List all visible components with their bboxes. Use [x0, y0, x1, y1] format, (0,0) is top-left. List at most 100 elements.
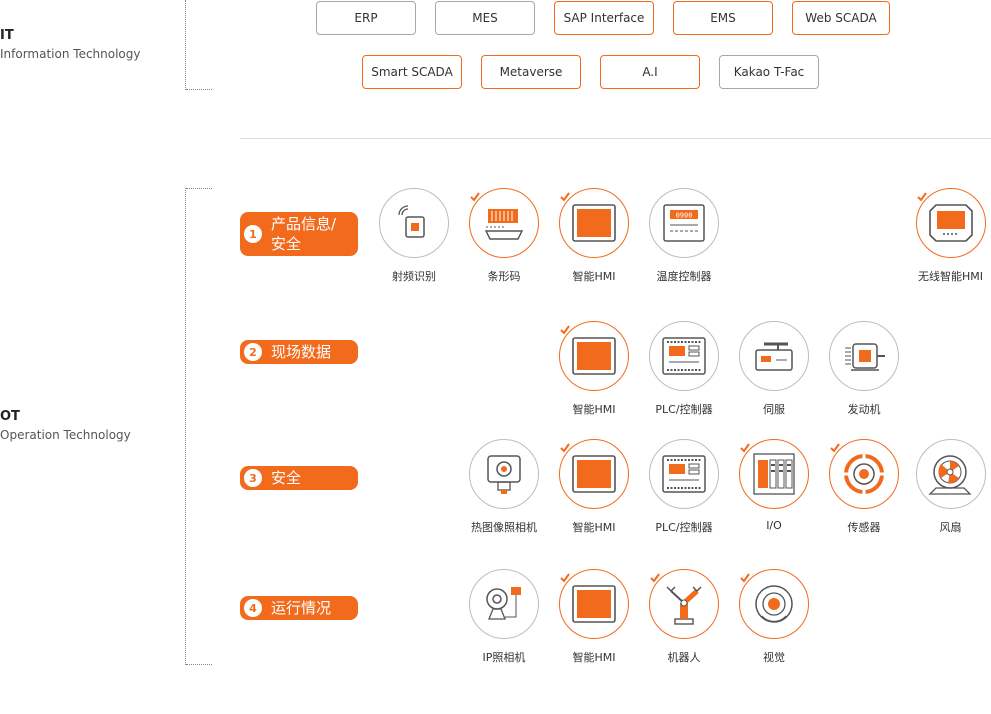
check-icon	[740, 438, 750, 453]
device-label: PLC/控制器	[655, 403, 713, 416]
device-node[interactable]: 智能HMI	[549, 321, 639, 417]
hmi-screen-icon	[571, 336, 617, 376]
device-label: 伺服	[763, 403, 785, 416]
device-node[interactable]: 视觉	[729, 569, 819, 665]
device-label: IP照相机	[482, 651, 526, 664]
check-icon	[560, 438, 570, 453]
device-circle[interactable]	[469, 439, 539, 509]
device-node[interactable]: 智能HMI	[549, 569, 639, 665]
device-node[interactable]: 伺服	[729, 321, 819, 417]
device-circle[interactable]	[469, 188, 539, 258]
module-smart-scada[interactable]: Smart SCADA	[362, 55, 462, 89]
motor-icon	[841, 336, 887, 376]
device-node[interactable]: 智能HMI	[549, 439, 639, 535]
section-divider	[240, 138, 991, 139]
hmi-screen-icon	[571, 203, 617, 243]
ot-abbr: OT	[0, 409, 20, 424]
device-label: 机器人	[667, 651, 701, 664]
module-web-scada[interactable]: Web SCADA	[792, 1, 890, 35]
hmi-screen-icon	[571, 584, 617, 624]
fan-icon	[927, 452, 974, 496]
module-erp[interactable]: ERP	[316, 1, 416, 35]
device-label: 智能HMI	[572, 403, 616, 416]
device-circle[interactable]	[649, 439, 719, 509]
wireless-hmi-icon	[928, 203, 974, 243]
check-icon	[560, 187, 570, 202]
it-full-name: Information Technology	[0, 47, 141, 61]
module-sap-interface[interactable]: SAP Interface	[554, 1, 654, 35]
device-label: 智能HMI	[572, 270, 616, 283]
module-metaverse[interactable]: Metaverse	[481, 55, 581, 89]
device-circle[interactable]	[559, 569, 629, 639]
category-1-pill[interactable]: 1 产品信息/安全	[240, 212, 358, 256]
device-circle[interactable]	[739, 321, 809, 391]
device-circle[interactable]	[379, 188, 449, 258]
device-label: PLC/控制器	[655, 521, 713, 534]
category-3-number: 3	[244, 469, 262, 487]
barcode-scanner-icon	[480, 203, 528, 243]
rfid-icon	[394, 203, 434, 243]
ot-bracket	[185, 188, 212, 665]
device-node[interactable]: 射频识别	[369, 188, 459, 284]
category-3-pill[interactable]: 3 安全	[240, 466, 358, 490]
device-label: 热图像照相机	[471, 521, 537, 534]
module-mes[interactable]: MES	[435, 1, 535, 35]
it-label: IT Information Technology	[0, 28, 141, 61]
device-node[interactable]: PLC/控制器	[639, 321, 729, 417]
category-2-number: 2	[244, 343, 262, 361]
it-abbr: IT	[0, 28, 14, 43]
category-3-label: 安全	[271, 469, 302, 487]
device-circle[interactable]	[915, 439, 986, 509]
device-node[interactable]: I/O	[729, 439, 819, 532]
device-label: 风扇	[939, 521, 962, 534]
module-kakao-t-fac[interactable]: Kakao T-Fac	[719, 55, 819, 89]
io-module-icon	[752, 452, 796, 496]
device-circle[interactable]	[829, 439, 899, 509]
temperature-controller-icon: 0900	[662, 203, 706, 243]
device-node[interactable]: 条形码	[459, 188, 549, 284]
device-node[interactable]: 智能HMI	[549, 188, 639, 284]
device-node[interactable]: PLC/控制器	[639, 439, 729, 535]
device-circle[interactable]	[739, 569, 809, 639]
plc-controller-icon	[661, 336, 707, 376]
device-node[interactable]: 机器人	[639, 569, 729, 665]
hmi-screen-icon	[571, 454, 617, 494]
device-label: 无线智能HMI	[917, 270, 983, 283]
check-icon	[916, 187, 927, 202]
module-ems[interactable]: EMS	[673, 1, 773, 35]
ot-full-name: Operation Technology	[0, 428, 131, 442]
device-label: 视觉	[763, 651, 785, 664]
robot-arm-icon	[661, 581, 707, 627]
device-node[interactable]: 0900 温度控制器	[639, 188, 729, 284]
device-circle[interactable]	[559, 321, 629, 391]
device-label: 温度控制器	[656, 270, 712, 283]
device-node[interactable]: 无线智能HMI	[910, 188, 991, 284]
device-label: 条形码	[487, 270, 521, 283]
device-label: 射频识别	[392, 270, 436, 283]
device-circle[interactable]	[915, 187, 986, 258]
device-circle[interactable]	[829, 321, 899, 391]
check-icon	[560, 320, 570, 335]
device-circle[interactable]	[739, 439, 809, 509]
category-4-label: 运行情况	[271, 599, 332, 617]
sensor-icon	[842, 452, 886, 496]
device-node[interactable]: 发动机	[819, 321, 909, 417]
device-node[interactable]: 热图像照相机	[459, 439, 549, 535]
check-icon	[470, 187, 480, 202]
device-circle[interactable]	[469, 569, 539, 639]
device-node[interactable]: 传感器	[819, 439, 909, 535]
category-4-pill[interactable]: 4 运行情况	[240, 596, 358, 620]
device-circle[interactable]	[559, 188, 629, 258]
category-2-pill[interactable]: 2 现场数据	[240, 340, 358, 364]
check-icon	[830, 438, 840, 453]
device-node[interactable]: 风扇	[910, 439, 991, 535]
category-1-number: 1	[244, 225, 262, 243]
device-circle[interactable]	[649, 569, 719, 639]
device-label: 智能HMI	[572, 651, 616, 664]
device-circle[interactable]	[559, 439, 629, 509]
device-circle[interactable]: 0900	[649, 188, 719, 258]
module-ai[interactable]: A.I	[600, 55, 700, 89]
device-circle[interactable]	[649, 321, 719, 391]
thermal-camera-icon	[484, 452, 524, 496]
device-node[interactable]: IP照相机	[459, 569, 549, 665]
